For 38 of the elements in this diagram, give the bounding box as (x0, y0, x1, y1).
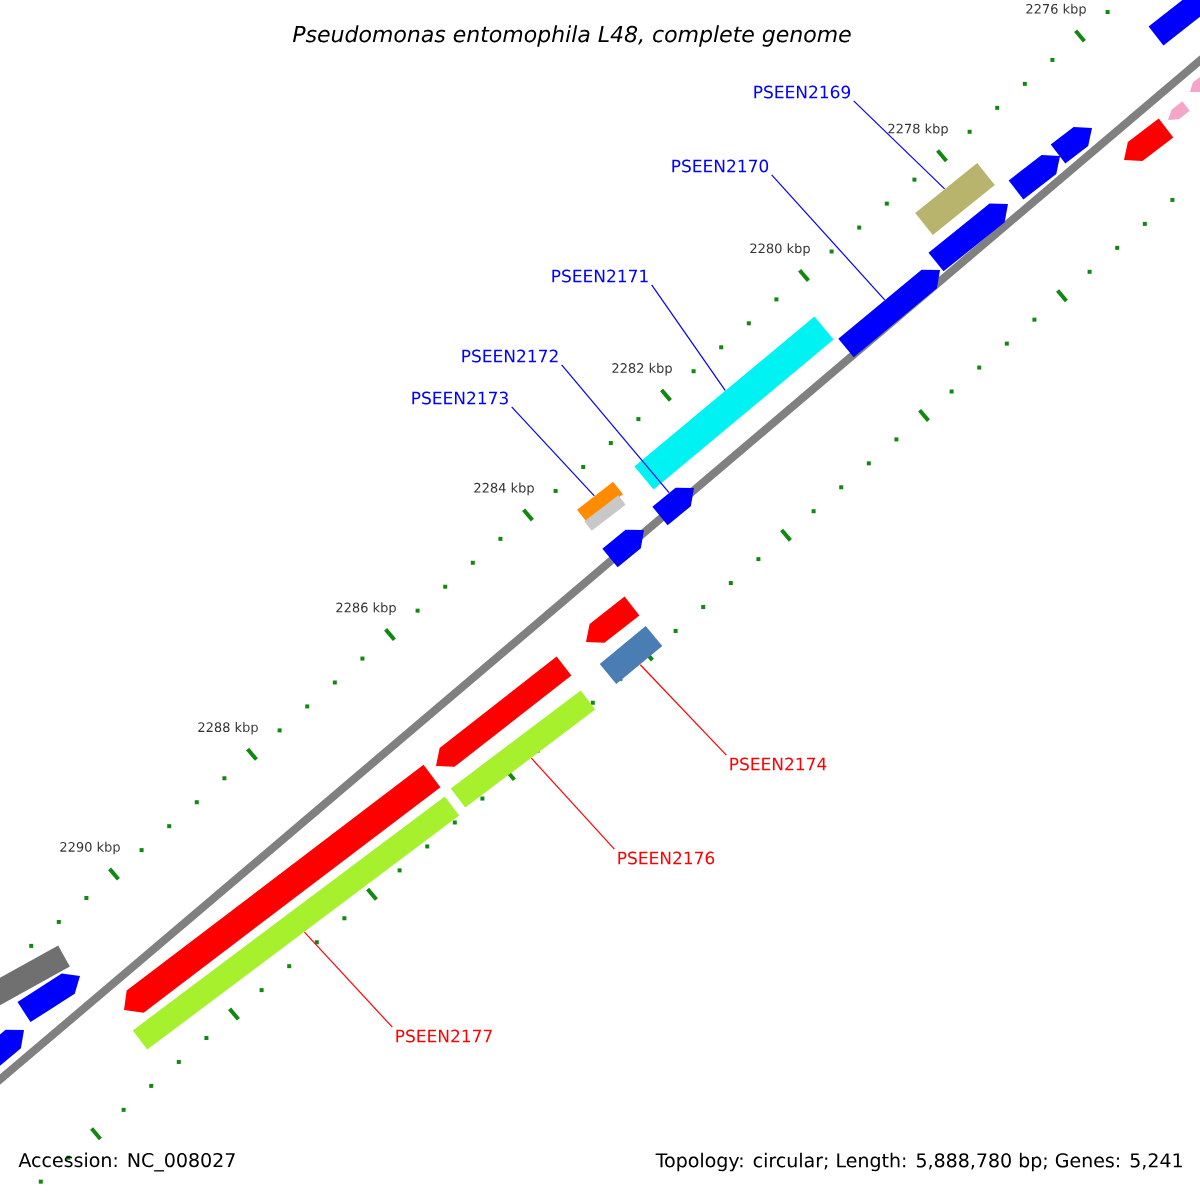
gene-bar (915, 163, 995, 235)
gene-label: PSEEN2170 (672, 159, 769, 173)
gene-bar (599, 626, 663, 685)
leader-line (853, 100, 946, 190)
leader-line (639, 664, 727, 756)
gene-bar (0, 945, 70, 1007)
gene-block (0, 1029, 24, 1070)
gene-block (1124, 118, 1174, 162)
gene-block (586, 596, 640, 643)
gene-label: PSEEN2177 (396, 1029, 492, 1043)
footer-text: Accession: NC_008027 (18, 1152, 235, 1172)
gene-label: PSEEN2172 (462, 349, 558, 363)
gene-block (1148, 0, 1200, 46)
gene-bar (450, 690, 596, 808)
footer-text: Topology: circular; Length: 5,888,780 bp; Genes: 5,241 (655, 1152, 1182, 1172)
gene-block (928, 203, 1008, 272)
gene-label: PSEEN2169 (754, 85, 851, 99)
gene-label: PSEEN2173 (412, 391, 508, 405)
gene-block (838, 269, 940, 358)
gene-label: PSEEN2171 (552, 269, 648, 283)
gene-block (1050, 127, 1092, 164)
gene-block (17, 973, 80, 1023)
gene-block (436, 656, 572, 767)
gene-block (1190, 75, 1200, 92)
gene-bar (584, 495, 626, 531)
leader-line (561, 364, 670, 494)
gene-block (124, 764, 441, 1013)
gene-block (1008, 155, 1060, 200)
leader-line (771, 174, 886, 301)
gene-block (602, 529, 644, 568)
leader-line (651, 284, 726, 391)
gene-label: PSEEN2176 (618, 851, 715, 865)
title: Pseudomonas entomophila L48, complete genome (292, 25, 851, 47)
gene-block (1168, 101, 1190, 120)
gene-block (652, 487, 694, 526)
leader-line (530, 757, 615, 850)
gene-label: PSEEN2174 (730, 757, 827, 771)
leader-line (303, 931, 393, 1028)
